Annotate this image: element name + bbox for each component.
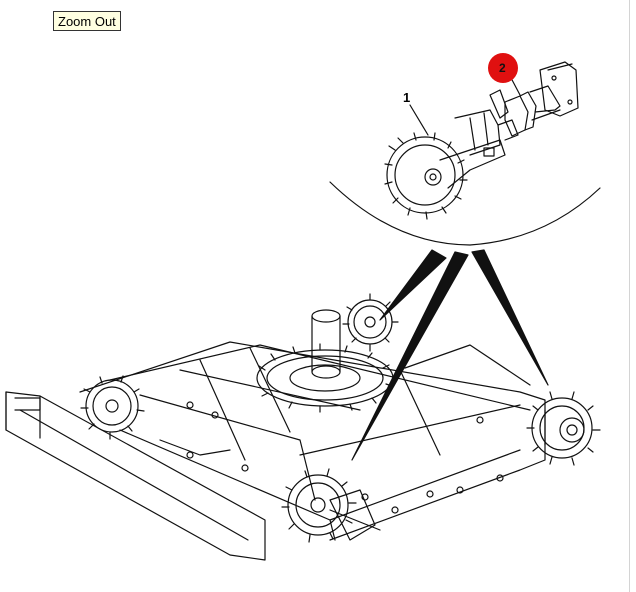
callout-marker-2[interactable]: 2 — [488, 53, 518, 83]
undercarriage-frame — [5, 309, 546, 561]
drive-sprocket-rear-right — [526, 391, 601, 466]
pointer-wedge-mid — [351, 251, 469, 461]
callout-highlight-circle — [488, 53, 518, 83]
callout-number-2: 2 — [499, 61, 506, 75]
idler-sprocket-detail — [384, 109, 519, 220]
idler-wheel-front-right — [281, 468, 357, 543]
pointer-wedge-left — [379, 249, 447, 321]
adjuster-shaft-detail — [489, 61, 579, 137]
viewer-right-border — [629, 0, 630, 592]
idler-wheel-front-left — [80, 375, 145, 440]
zoom-out-button[interactable]: Zoom Out — [53, 11, 121, 31]
pointer-wedge-right — [471, 249, 549, 386]
leader-line-1 — [409, 104, 429, 136]
detail-inset-arc — [329, 181, 601, 246]
callout-number-1: 1 — [403, 90, 410, 105]
idler-wheel-rear-top — [342, 293, 399, 352]
